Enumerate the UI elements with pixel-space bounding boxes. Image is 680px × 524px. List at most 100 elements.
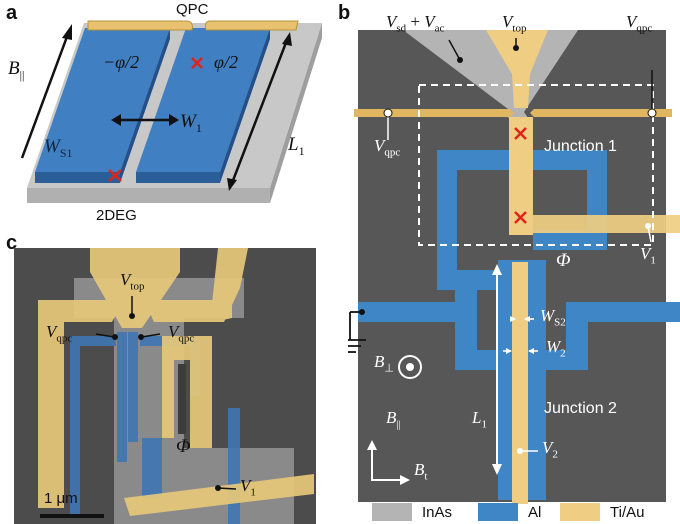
- junction2-label: Junction 2: [544, 400, 617, 417]
- l1-arrow: [230, 39, 289, 184]
- ws2-arrowhead-right: [524, 316, 530, 322]
- b-v2-label: V2: [542, 438, 558, 460]
- b-par-sub: ||: [396, 418, 401, 431]
- c-v1-symbol: V: [240, 476, 251, 495]
- legend-swatch-inas: [372, 503, 412, 521]
- panel-b-device-layout: [348, 30, 680, 504]
- b-flux-label: Φ: [556, 250, 571, 271]
- c-v1-label: V1: [240, 476, 256, 498]
- top-gate-fan: [486, 30, 548, 108]
- w1-label: W1: [180, 111, 202, 136]
- b-par-symbol: B: [386, 408, 397, 427]
- b-v1-label: V1: [640, 244, 656, 266]
- w1-arrowhead-right: [169, 114, 179, 126]
- plus-sign: +: [406, 12, 425, 31]
- b-perp-label: B⊥: [374, 352, 394, 374]
- c-vqpc-left-sub: qpc: [56, 332, 73, 345]
- b-parallel-axis-label: B||: [386, 408, 401, 430]
- c-vqpc-right-label: Vqpc: [168, 322, 194, 344]
- phi-half-label: φ/2: [214, 52, 238, 72]
- ws1-symbol: W: [44, 136, 60, 157]
- legend-item-al: Al: [478, 503, 541, 521]
- c-vtop-sub: top: [130, 280, 145, 293]
- junction2-gate: [512, 262, 528, 504]
- l1-label: L1: [288, 134, 305, 159]
- substrate-front: [27, 188, 270, 203]
- substrate-side: [270, 23, 322, 203]
- b-parallel-arrowhead: [62, 24, 72, 40]
- v1-gate: [533, 215, 680, 233]
- qpc-gate-right: [530, 109, 672, 117]
- c-vtop-label: Vtop: [120, 270, 144, 292]
- qpc-gate-left: [87, 20, 193, 31]
- legend-swatch-tiau: [560, 503, 600, 521]
- bt-axis-label: Bt: [414, 460, 427, 482]
- b-v2-symbol: V: [542, 438, 553, 457]
- b-axis-vertical-head: [367, 440, 377, 450]
- w2-arrowhead-left: [506, 348, 512, 354]
- ws1-sub: S1: [59, 145, 73, 160]
- minus-phi-half-label: −φ/2: [103, 52, 140, 72]
- ws1-label: WS1: [44, 136, 73, 161]
- w2-arrowhead-right: [528, 348, 534, 354]
- right-al-bar-front: [136, 172, 220, 183]
- ws2-sub: S2: [554, 316, 566, 329]
- vac-sub: ac: [434, 22, 445, 35]
- leader-dots: [383, 45, 657, 454]
- b-perp-symbol: B: [374, 352, 385, 371]
- bt-sub: t: [424, 470, 428, 483]
- junction-mark-bottom: [108, 169, 122, 182]
- b-parallel-symbol: B: [8, 58, 20, 79]
- b-parallel-arrow: [20, 33, 70, 159]
- l1-sub: 1: [298, 143, 305, 158]
- sem-leader-lines: [95, 296, 237, 490]
- b-vqpc-right-sub: qpc: [636, 22, 653, 35]
- bt-symbol: B: [414, 460, 425, 479]
- b-v2-sub: 2: [552, 448, 558, 461]
- l1-arrowhead-bottom: [227, 178, 237, 191]
- c-vqpc-right-symbol: V: [168, 322, 179, 341]
- b-parallel-label: B||: [8, 58, 24, 83]
- w1-arrowhead-left: [111, 114, 121, 126]
- legend-item-inas: InAs: [372, 503, 452, 521]
- b-perp-dot: [406, 363, 414, 371]
- vsd-sub: sd: [396, 22, 407, 35]
- b-vqpc-right-label: Vqpc: [626, 12, 652, 34]
- c-flux-label: Φ: [176, 436, 191, 457]
- scale-bar-label: 1 μm: [44, 490, 78, 507]
- b-vtop-label: Vtop: [502, 12, 526, 34]
- b-axis-horizontal-head: [400, 475, 410, 485]
- scale-bar: [40, 514, 104, 518]
- panel-a-device-schematic: [20, 20, 322, 203]
- w2-sub: 2: [560, 347, 566, 360]
- l1-arrowhead-top: [282, 32, 292, 46]
- sem-tiau-regions: [38, 248, 314, 516]
- left-al-bar-side: [120, 28, 170, 183]
- ws2-arrowhead-left: [510, 316, 516, 322]
- junction-mark-top: [191, 57, 203, 69]
- b-l1-symbol: L: [472, 408, 482, 427]
- ws2-symbol: W: [540, 306, 555, 325]
- vsd-vac-label: Vsd + Vac: [386, 12, 444, 34]
- panel-letter-b: b: [338, 2, 351, 24]
- qpc-gate-left: [354, 109, 514, 117]
- junction1-mark-top: [514, 127, 527, 140]
- c-vqpc-left-label: Vqpc: [46, 322, 72, 344]
- b-vtop-sub: top: [512, 22, 527, 35]
- vsd-symbol: V: [386, 12, 397, 31]
- b-vqpc-left-sub: qpc: [384, 146, 401, 159]
- right-al-bar-top: [136, 28, 270, 172]
- legend-label-tiau: Ti/Au: [610, 503, 645, 521]
- b-perp-circle: [398, 355, 422, 379]
- qpc-gate-right: [205, 20, 299, 31]
- b-vqpc-left-symbol: V: [374, 136, 385, 155]
- sem-al-network: [70, 332, 240, 524]
- junction1-label: Junction 1: [544, 138, 617, 155]
- l1-symbol: L: [288, 134, 299, 155]
- legend-swatch-al: [478, 503, 518, 521]
- c-vtop-symbol: V: [120, 270, 131, 289]
- sem-dark-cutout: [178, 364, 186, 434]
- w2-symbol: W: [546, 337, 561, 356]
- panel-letter-c: c: [6, 232, 18, 254]
- b-vqpc-left-label: Vqpc: [374, 136, 400, 158]
